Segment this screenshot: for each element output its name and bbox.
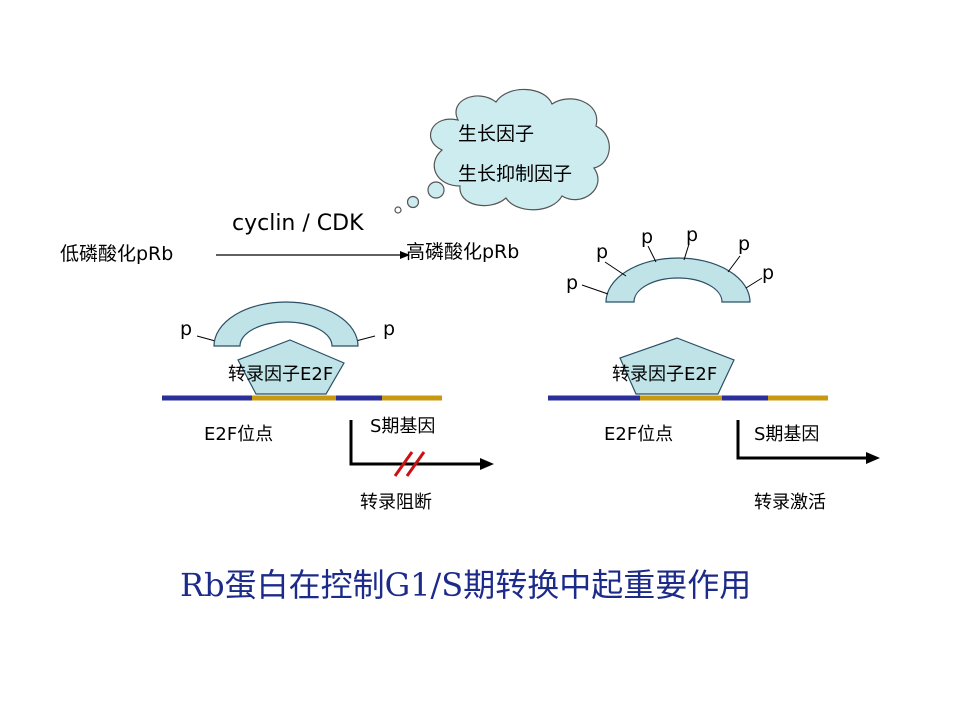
right-p-label-3: p — [641, 226, 653, 248]
right-e2f-site-label: E2F位点 — [604, 424, 673, 445]
left-s-gene-label: S期基因 — [370, 416, 435, 437]
cloud-bubble-mid — [406, 195, 420, 209]
cloud-text-growth-factor: 生长因子 — [458, 123, 534, 145]
left-e2f-pentagon — [237, 339, 345, 395]
right-panel: p p p p p p 转录因子E2F E2F位点 S期基因 转录激活 — [548, 224, 880, 513]
right-p-label-4: p — [686, 224, 698, 246]
left-prb-arc — [213, 301, 359, 347]
left-p-label-right: p — [383, 318, 395, 340]
left-transcription-blocked-label: 转录阻断 — [360, 492, 432, 513]
cloud-bubble-large — [427, 181, 445, 199]
hyperphosphorylated-prb-label: 高磷酸化pRb — [406, 241, 519, 263]
thought-cloud: 生长因子 生长抑制因子 — [394, 88, 610, 214]
cloud-text-growth-inhibitor: 生长抑制因子 — [458, 163, 572, 185]
right-p-label-6: p — [762, 262, 774, 284]
pathway-arrow-head — [400, 251, 410, 259]
cyclin-cdk-label: cyclin / CDK — [232, 211, 364, 236]
right-prb-arc — [605, 257, 751, 303]
right-p-tail-4 — [683, 243, 690, 261]
right-p-tail-1 — [581, 284, 609, 295]
right-p-tail-3 — [647, 245, 657, 263]
right-p-tail-5 — [727, 255, 741, 273]
left-p-label-left: p — [180, 318, 192, 340]
left-transcription-arrowhead — [480, 458, 494, 470]
left-e2f-site-label: E2F位点 — [204, 424, 273, 445]
right-e2f-label: 转录因子E2F — [612, 364, 717, 385]
right-s-gene-label: S期基因 — [754, 424, 819, 445]
right-p-label-2: p — [596, 241, 608, 263]
right-e2f-pentagon — [619, 337, 735, 395]
right-p-label-1: p — [566, 272, 578, 294]
left-panel: p p 转录因子E2F E2F位点 S期基因 转录阻断 — [162, 301, 494, 513]
left-block-mark-2 — [405, 451, 426, 477]
phosphorylation-pathway: 低磷酸化pRb cyclin / CDK 高磷酸化pRb — [60, 211, 519, 265]
left-e2f-label: 转录因子E2F — [228, 364, 333, 385]
right-p-tail-6 — [745, 277, 763, 289]
cloud-shape — [429, 88, 610, 211]
left-block-mark-1 — [393, 451, 414, 477]
right-p-label-5: p — [738, 233, 750, 255]
cloud-bubble-small — [394, 206, 402, 214]
slide-title: Rb蛋白在控制G1/S期转换中起重要作用 — [180, 566, 751, 604]
left-transcription-arrow — [349, 420, 482, 466]
hypophosphorylated-prb-label: 低磷酸化pRb — [60, 243, 173, 265]
right-transcription-activated-label: 转录激活 — [754, 492, 826, 513]
right-transcription-arrow — [736, 420, 868, 460]
right-p-tail-2 — [604, 261, 627, 277]
right-transcription-arrowhead — [866, 452, 880, 464]
